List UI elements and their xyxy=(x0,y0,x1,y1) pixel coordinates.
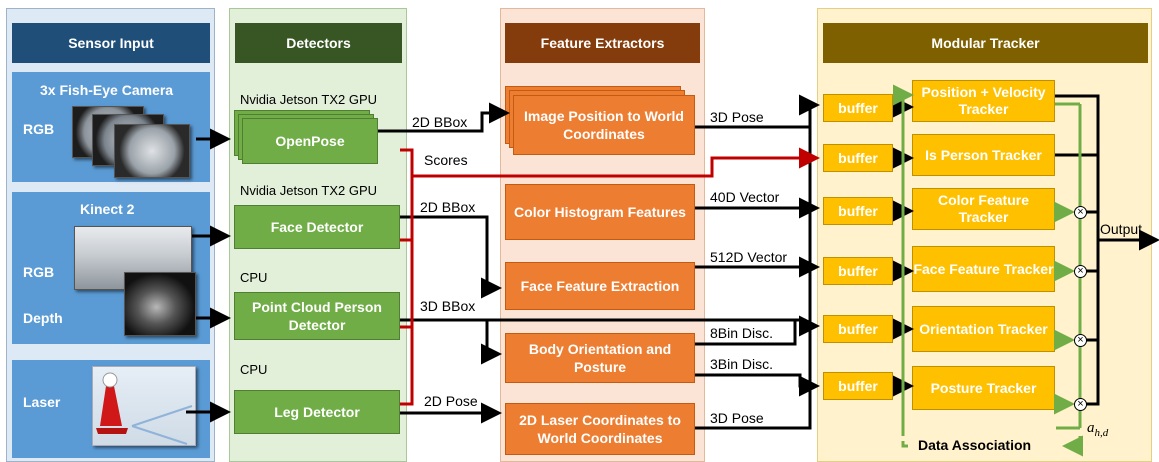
multiply-node-face: × xyxy=(1074,265,1087,278)
camera-rgb-label: RGB xyxy=(23,121,55,137)
buffer-position: buffer xyxy=(823,94,893,122)
face-detector-box: Face Detector xyxy=(234,205,400,249)
edge-label-3d-pose-bottom: 3D Pose xyxy=(710,410,764,426)
buffer-face: buffer xyxy=(823,257,893,285)
face-feature-tracker: Face Feature Tracker xyxy=(912,246,1055,292)
camera-title: 3x Fish-Eye Camera xyxy=(40,82,174,98)
multiply-node-orientation: × xyxy=(1074,334,1087,347)
sensor-input-header: Sensor Input xyxy=(12,23,210,63)
laser-label: Laser xyxy=(23,394,61,410)
fisheye-image-3 xyxy=(114,124,190,178)
edge-label-scores: Scores xyxy=(424,152,468,168)
edge-label-3bin-disc: 3Bin Disc. xyxy=(710,356,774,372)
buffer-posture: buffer xyxy=(823,372,893,400)
pointcloud-hardware: CPU xyxy=(240,270,268,285)
kinect-title: Kinect 2 xyxy=(80,201,135,217)
edge-label-3d-pose-top: 3D Pose xyxy=(710,109,764,125)
edge-label-2d-bbox-top: 2D BBox xyxy=(412,114,468,130)
edge-label-40d-vector: 40D Vector xyxy=(710,189,780,205)
color-histogram-box: Color Histogram Features xyxy=(505,184,695,240)
position-velocity-tracker: Position + Velocity Tracker xyxy=(912,80,1055,122)
detectors-header: Detectors xyxy=(235,23,402,63)
kinect-depth-label: Depth xyxy=(23,310,63,326)
laser-robot-icon xyxy=(96,372,193,445)
edge-label-2d-bbox-face: 2D BBox xyxy=(420,199,476,215)
leg-detector-hardware: CPU xyxy=(240,362,268,377)
multiply-node-posture: × xyxy=(1074,398,1087,411)
openpose-box: OpenPose xyxy=(242,118,378,164)
feature-extractors-header: Feature Extractors xyxy=(505,23,700,63)
color-feature-tracker: Color Feature Tracker xyxy=(912,188,1055,230)
association-subscript: h,d xyxy=(1094,427,1109,439)
posture-tracker: Posture Tracker xyxy=(912,366,1055,410)
edge-label-3d-bbox: 3D BBox xyxy=(420,298,476,314)
is-person-tracker: Is Person Tracker xyxy=(912,134,1055,176)
edge-label-512d-vector: 512D Vector xyxy=(710,249,788,265)
openpose-hardware: Nvidia Jetson TX2 GPU xyxy=(240,92,378,107)
multiply-node-color: × xyxy=(1074,206,1087,219)
image-position-box: Image Position to World Coordinates xyxy=(513,95,695,155)
body-orientation-box: Body Orientation and Posture xyxy=(505,333,695,383)
kinect-depth-image xyxy=(124,272,196,336)
buffer-is-person: buffer xyxy=(823,144,893,172)
data-association-label: Data Association xyxy=(918,437,1032,453)
edge-label-output: Output xyxy=(1100,221,1143,237)
modular-tracker-header: Modular Tracker xyxy=(823,23,1148,63)
association-weight-label: ah,d xyxy=(1087,420,1108,439)
face-detector-hardware: Nvidia Jetson TX2 GPU xyxy=(240,183,378,198)
association-symbol: a xyxy=(1087,420,1095,436)
buffer-color: buffer xyxy=(823,197,893,225)
leg-detector-box: Leg Detector xyxy=(234,390,400,434)
edge-label-2d-pose: 2D Pose xyxy=(424,393,478,409)
edge-label-8bin-disc: 8Bin Disc. xyxy=(710,325,774,341)
orientation-tracker: Orientation Tracker xyxy=(912,306,1055,352)
pointcloud-detector-box: Point Cloud Person Detector xyxy=(234,292,400,340)
kinect-rgb-label: RGB xyxy=(23,264,55,280)
buffer-orientation: buffer xyxy=(823,315,893,343)
face-feature-extraction-box: Face Feature Extraction xyxy=(505,262,695,310)
laser-coordinates-box: 2D Laser Coordinates to World Coordinate… xyxy=(505,403,695,455)
